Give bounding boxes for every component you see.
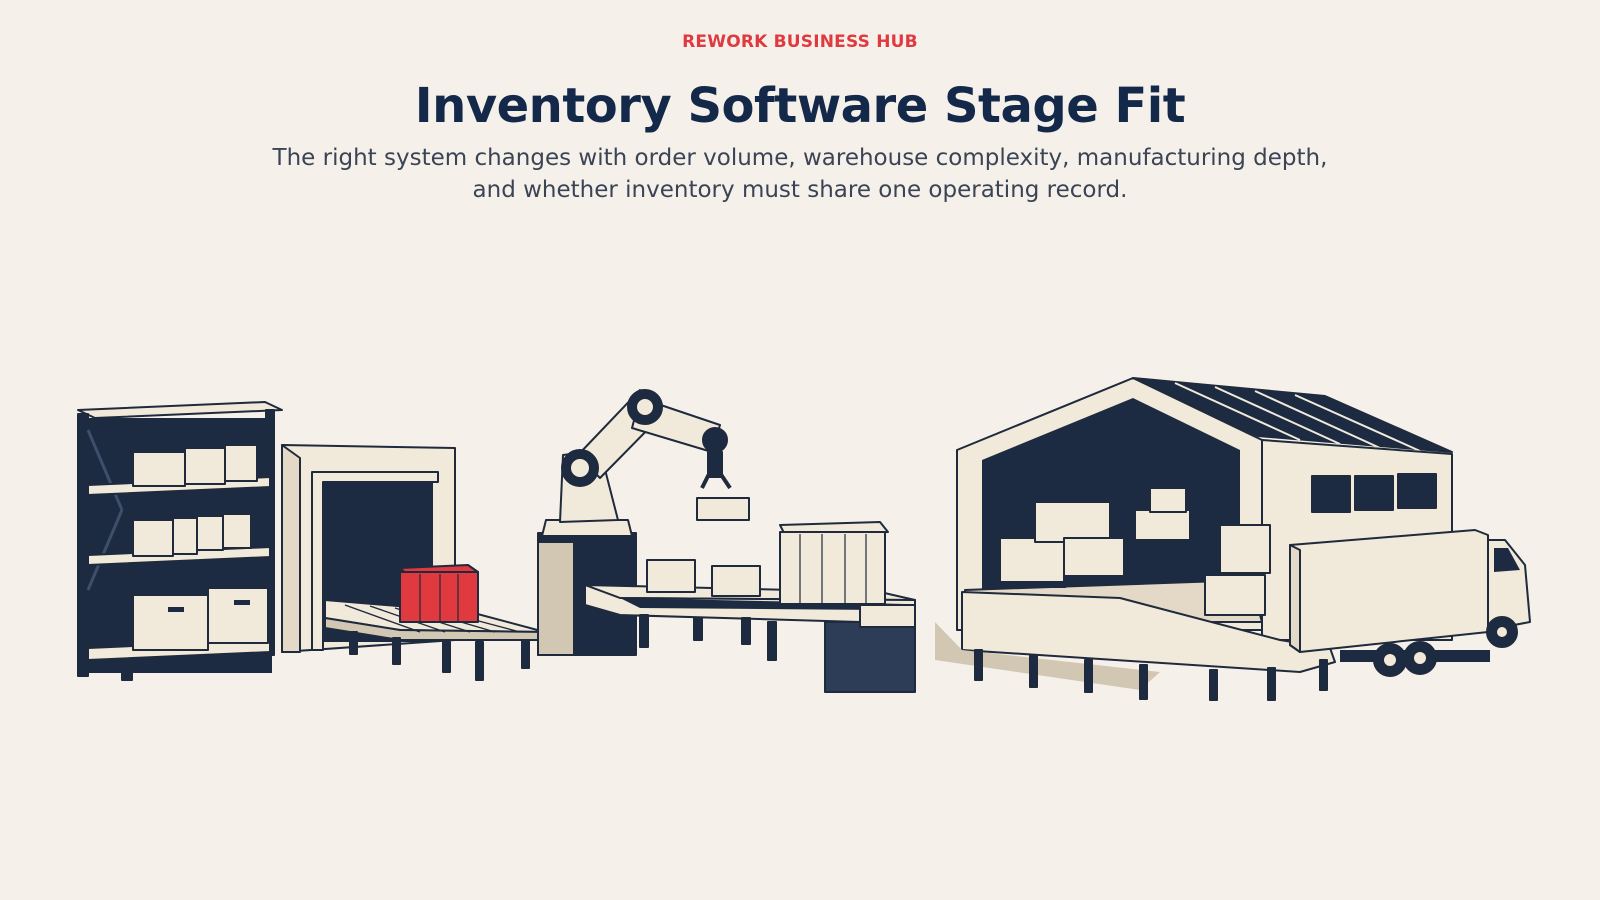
warehouse-building: [935, 377, 1453, 701]
robotic-arm-conveyor: [537, 389, 916, 693]
page-subtitle: The right system changes with order volu…: [272, 145, 1328, 203]
page-title: Inventory Software Stage Fit: [414, 78, 1186, 134]
warehouse-illustration: .o { stroke: #1f2a3c; stroke-width: 2; s…: [77, 377, 1531, 701]
loading-dock-conveyor: [281, 444, 546, 681]
shelving-unit: [77, 401, 283, 681]
brand-eyebrow: REWORK BUSINESS HUB: [682, 32, 918, 52]
delivery-truck: [1289, 529, 1531, 677]
